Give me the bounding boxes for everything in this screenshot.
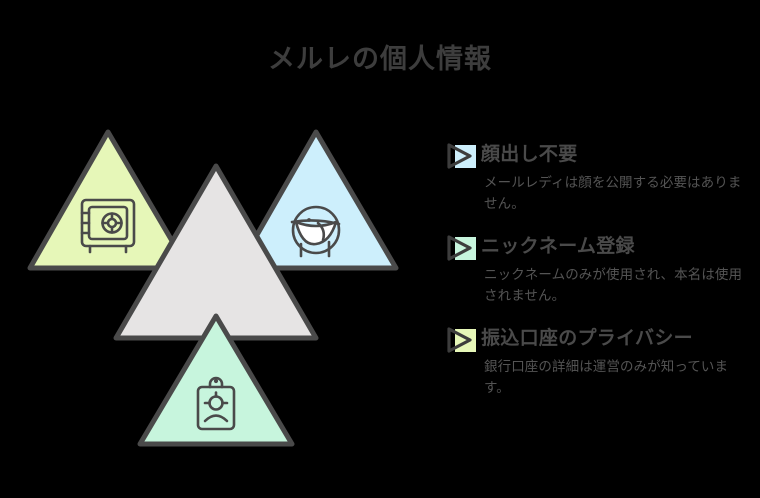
- feature-header: 顔出し不要: [443, 140, 753, 172]
- feature-item-bank-privacy: 振込口座のプライバシー 銀行口座の詳細は運営のみが知っています。: [443, 324, 753, 399]
- arrow-outline: [447, 235, 472, 261]
- feature-description: ニックネームのみが使用され、本名は使用されません。: [484, 266, 743, 304]
- play-arrow-icon: [443, 324, 481, 356]
- triangle-mask-shape: [235, 129, 399, 271]
- feature-description: 銀行口座の詳細は運営のみが知っています。: [484, 358, 729, 396]
- feature-item-nickname: ニックネーム登録 ニックネームのみが使用され、本名は使用されません。: [443, 232, 753, 307]
- triangle-mask: [235, 129, 399, 271]
- feature-title: ニックネーム登録: [481, 234, 635, 257]
- arrow-outline: [447, 143, 472, 169]
- triangles-illustration: [20, 110, 430, 480]
- triangle-safe: [27, 129, 191, 271]
- feature-header: 振込口座のプライバシー: [443, 324, 753, 356]
- page-title: メルレの個人情報: [268, 44, 492, 75]
- feature-list: 顔出し不要 メールレディは顔を公開する必要はありません。 ニックネーム登録 ニッ…: [443, 140, 753, 416]
- masked-face-icon: [290, 205, 341, 258]
- feature-item-no-face: 顔出し不要 メールレディは顔を公開する必要はありません。: [443, 140, 753, 215]
- arrow-outline: [447, 327, 472, 353]
- safe-vault-icon: [80, 198, 136, 254]
- feature-title: 顔出し不要: [481, 143, 578, 165]
- feature-header: ニックネーム登録: [443, 232, 753, 264]
- id-badge-icon: [196, 376, 236, 431]
- feature-description: メールレディは顔を公開する必要はありません。: [484, 175, 742, 212]
- triangle-id-badge: [137, 313, 295, 447]
- feature-title: 振込口座のプライバシー: [481, 326, 693, 349]
- play-arrow-icon: [443, 140, 481, 172]
- play-arrow-icon: [443, 232, 481, 264]
